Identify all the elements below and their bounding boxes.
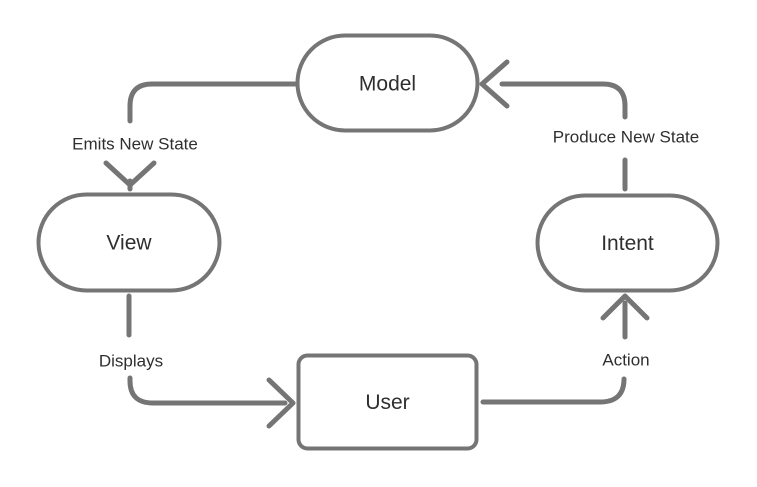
arrowhead-right-icon [266, 377, 296, 429]
model-to-view-line [127, 81, 300, 124]
node-intent: Intent [535, 193, 720, 293]
edge-label-displays: Displays [99, 352, 163, 371]
intent-to-model-line [499, 81, 628, 120]
model-node-shape [295, 33, 480, 133]
edge-view-to-user: Displays [99, 293, 296, 429]
arrowhead-left-icon [479, 59, 510, 109]
edge-user-to-intent: Action [480, 293, 650, 405]
user-to-intent-line [480, 376, 627, 405]
edge-intent-to-model: Produce New State [479, 59, 699, 192]
user-node-label: User [365, 391, 409, 414]
edge-model-to-view: Emits New State [72, 81, 300, 192]
edge-label-emits-new-state: Emits New State [72, 135, 198, 154]
model-node-label: Model [359, 73, 416, 96]
view-node-label: View [106, 232, 152, 255]
view-node-shape [36, 192, 222, 293]
intent-node-label: Intent [601, 232, 654, 255]
view-to-user-line [127, 375, 288, 406]
user-node-shape [296, 353, 479, 451]
node-model: Model [295, 33, 480, 133]
edge-label-produce-new-state: Produce New State [553, 128, 699, 147]
node-user: User [296, 353, 479, 451]
node-view: View [36, 192, 222, 293]
intent-node-shape [535, 193, 720, 293]
edge-label-action: Action [602, 351, 649, 370]
arrowhead-up-icon [600, 293, 650, 321]
